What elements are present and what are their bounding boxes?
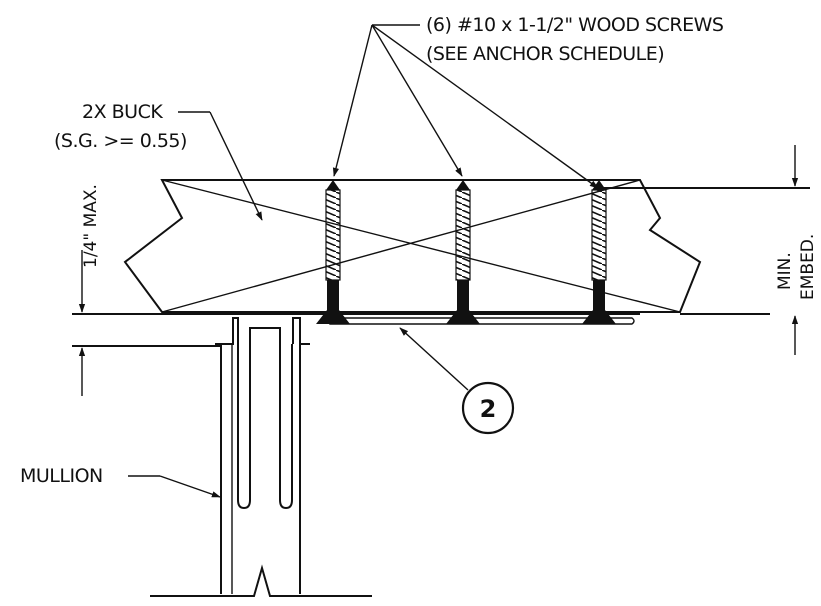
wood-buck [123, 179, 702, 313]
mullion-label: MULLION [20, 465, 103, 487]
shim-plate [329, 317, 635, 325]
embed-label-line2: EMBED. [798, 234, 818, 300]
callout-number: 2 [480, 395, 497, 423]
screws-leader [332, 24, 599, 189]
screw-2 [446, 180, 480, 324]
mullion-leader [128, 475, 221, 498]
buck-leader [178, 111, 263, 221]
callout-2 [399, 327, 515, 435]
mullion [150, 317, 372, 597]
embed-dimension [600, 145, 810, 355]
gap-max-label: 1/4" MAX. [81, 184, 101, 268]
buck-label-line2: (S.G. >= 0.55) [54, 130, 187, 152]
screws-note-line1: (6) #10 x 1-1/2" WOOD SCREWS [426, 14, 723, 36]
buck-label-line1: 2X BUCK [82, 101, 163, 123]
screw-3 [582, 180, 616, 324]
screws-note-line2: (SEE ANCHOR SCHEDULE) [426, 43, 664, 65]
gap-dimension [72, 250, 220, 396]
screw-1 [316, 180, 350, 324]
embed-label-line1: MIN. [775, 252, 795, 290]
